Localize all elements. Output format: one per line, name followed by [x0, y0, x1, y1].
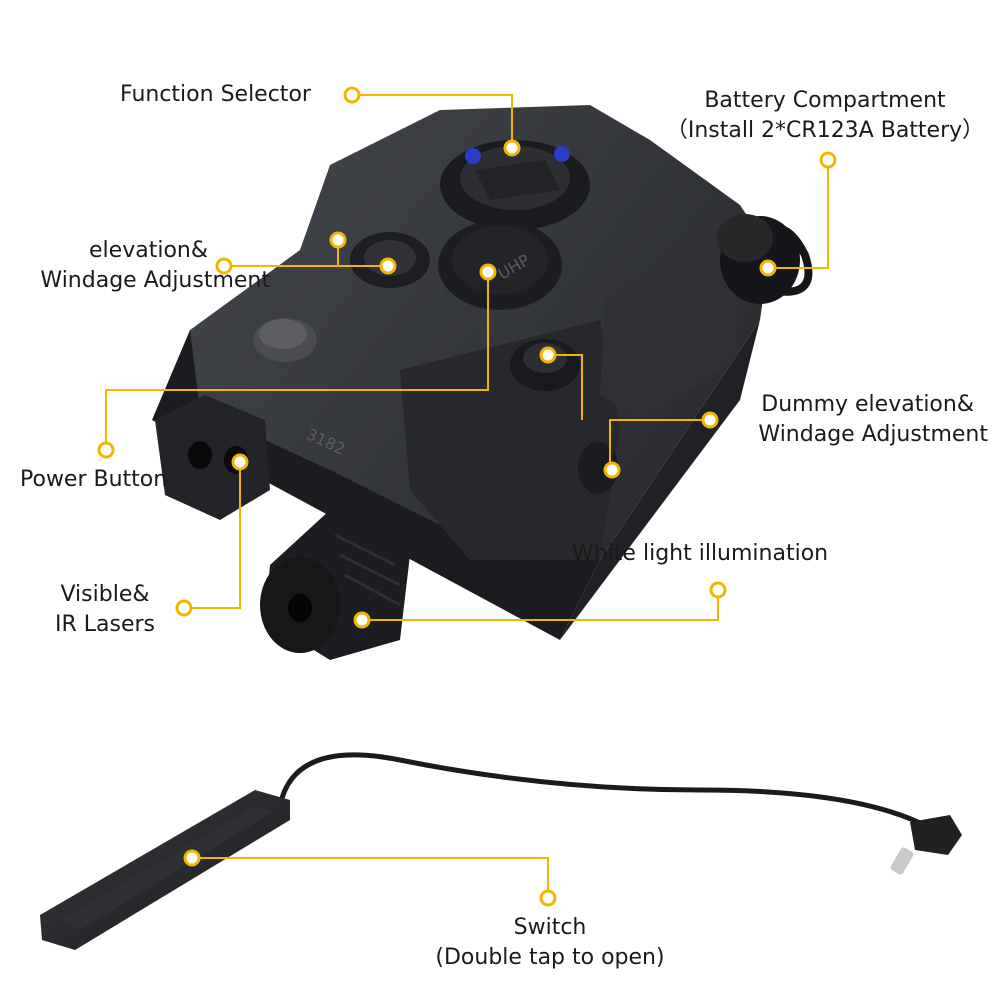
- battery-text-line2: （Install 2*CR123A Battery）: [665, 118, 985, 143]
- remote-switch: [40, 752, 962, 950]
- body-top-face: [190, 105, 770, 560]
- marker-dummy-side: [603, 461, 621, 479]
- laser-aperture-left: [188, 441, 212, 469]
- switch-plug-pin: [890, 847, 914, 875]
- label-battery-compartment: Battery Compartment （Install 2*CR123A Ba…: [650, 86, 1000, 146]
- marker-switch-target: [183, 849, 201, 867]
- uhp-panel: UHP: [438, 220, 562, 310]
- switch-plug-housing: [910, 815, 962, 855]
- leader-switch: [192, 857, 549, 898]
- leader-power-button: [105, 273, 489, 448]
- switch-cable: [279, 752, 932, 831]
- function-selector-knob[interactable]: [440, 140, 590, 230]
- dummy-text-line1: Dummy elevation&: [761, 392, 974, 417]
- callout-markers: [97, 86, 837, 907]
- body-front-wall: [560, 320, 760, 640]
- leader-lasers: [184, 462, 241, 609]
- blue-screw-right: [554, 146, 570, 162]
- rear-panel: [600, 240, 740, 420]
- marker-lasers-target: [231, 453, 249, 471]
- marker-dummy-label: [701, 411, 719, 429]
- marker-battery-target: [759, 259, 777, 277]
- label-power-button: Power Button: [20, 465, 167, 495]
- switch-text-line2: (Double tap to open): [435, 945, 665, 970]
- function-selector-text: Function Selector: [120, 82, 311, 107]
- leader-dummy-top: [548, 354, 583, 420]
- switch-text-line1: Switch: [513, 915, 587, 940]
- power-button[interactable]: [253, 318, 317, 362]
- lasers-text-line2: IR Lasers: [54, 612, 155, 637]
- marker-white-light-label: [709, 581, 727, 599]
- lasers-text-line1: Visible&: [60, 582, 150, 607]
- leader-function-selector: [352, 94, 513, 148]
- marker-power-target: [479, 263, 497, 281]
- marker-elevation-knob: [379, 257, 397, 275]
- power-button-text: Power Button: [20, 467, 168, 492]
- blue-screw-left: [465, 148, 481, 164]
- label-white-light: White light illumination: [572, 539, 828, 569]
- label-function-selector: Function Selector: [120, 80, 311, 110]
- label-lasers: Visible& IR Lasers: [40, 580, 170, 640]
- leader-lines: [105, 94, 829, 898]
- dummy-text-line2: Windage Adjustment: [758, 422, 988, 447]
- battery-text-line1: Battery Compartment: [704, 88, 946, 113]
- leader-white-light: [362, 590, 719, 621]
- marker-white-light-target: [353, 611, 371, 629]
- leader-battery: [768, 160, 829, 269]
- marker-battery-label: [819, 151, 837, 169]
- marker-dummy-top: [539, 346, 557, 364]
- marker-function-target: [503, 139, 521, 157]
- elevation-text-line2: Windage Adjustment: [40, 268, 270, 293]
- battery-cap[interactable]: [717, 214, 813, 304]
- marker-switch-label: [539, 889, 557, 907]
- label-elevation-windage: elevation& Windage Adjustment: [0, 236, 270, 296]
- label-switch: Switch (Double tap to open): [400, 913, 700, 973]
- white-light-barrel: [260, 510, 410, 660]
- marker-lasers-label: [175, 599, 193, 617]
- marker-power-label: [97, 441, 115, 459]
- elevation-text-line1: elevation&: [89, 238, 208, 263]
- marker-elevation-target: [329, 231, 347, 249]
- white-light-text: White light illumination: [572, 541, 829, 566]
- marker-elevation-label: [215, 257, 233, 275]
- label-dummy-adjustment: Dummy elevation& Windage Adjustment: [700, 390, 988, 450]
- marker-function-label: [343, 86, 361, 104]
